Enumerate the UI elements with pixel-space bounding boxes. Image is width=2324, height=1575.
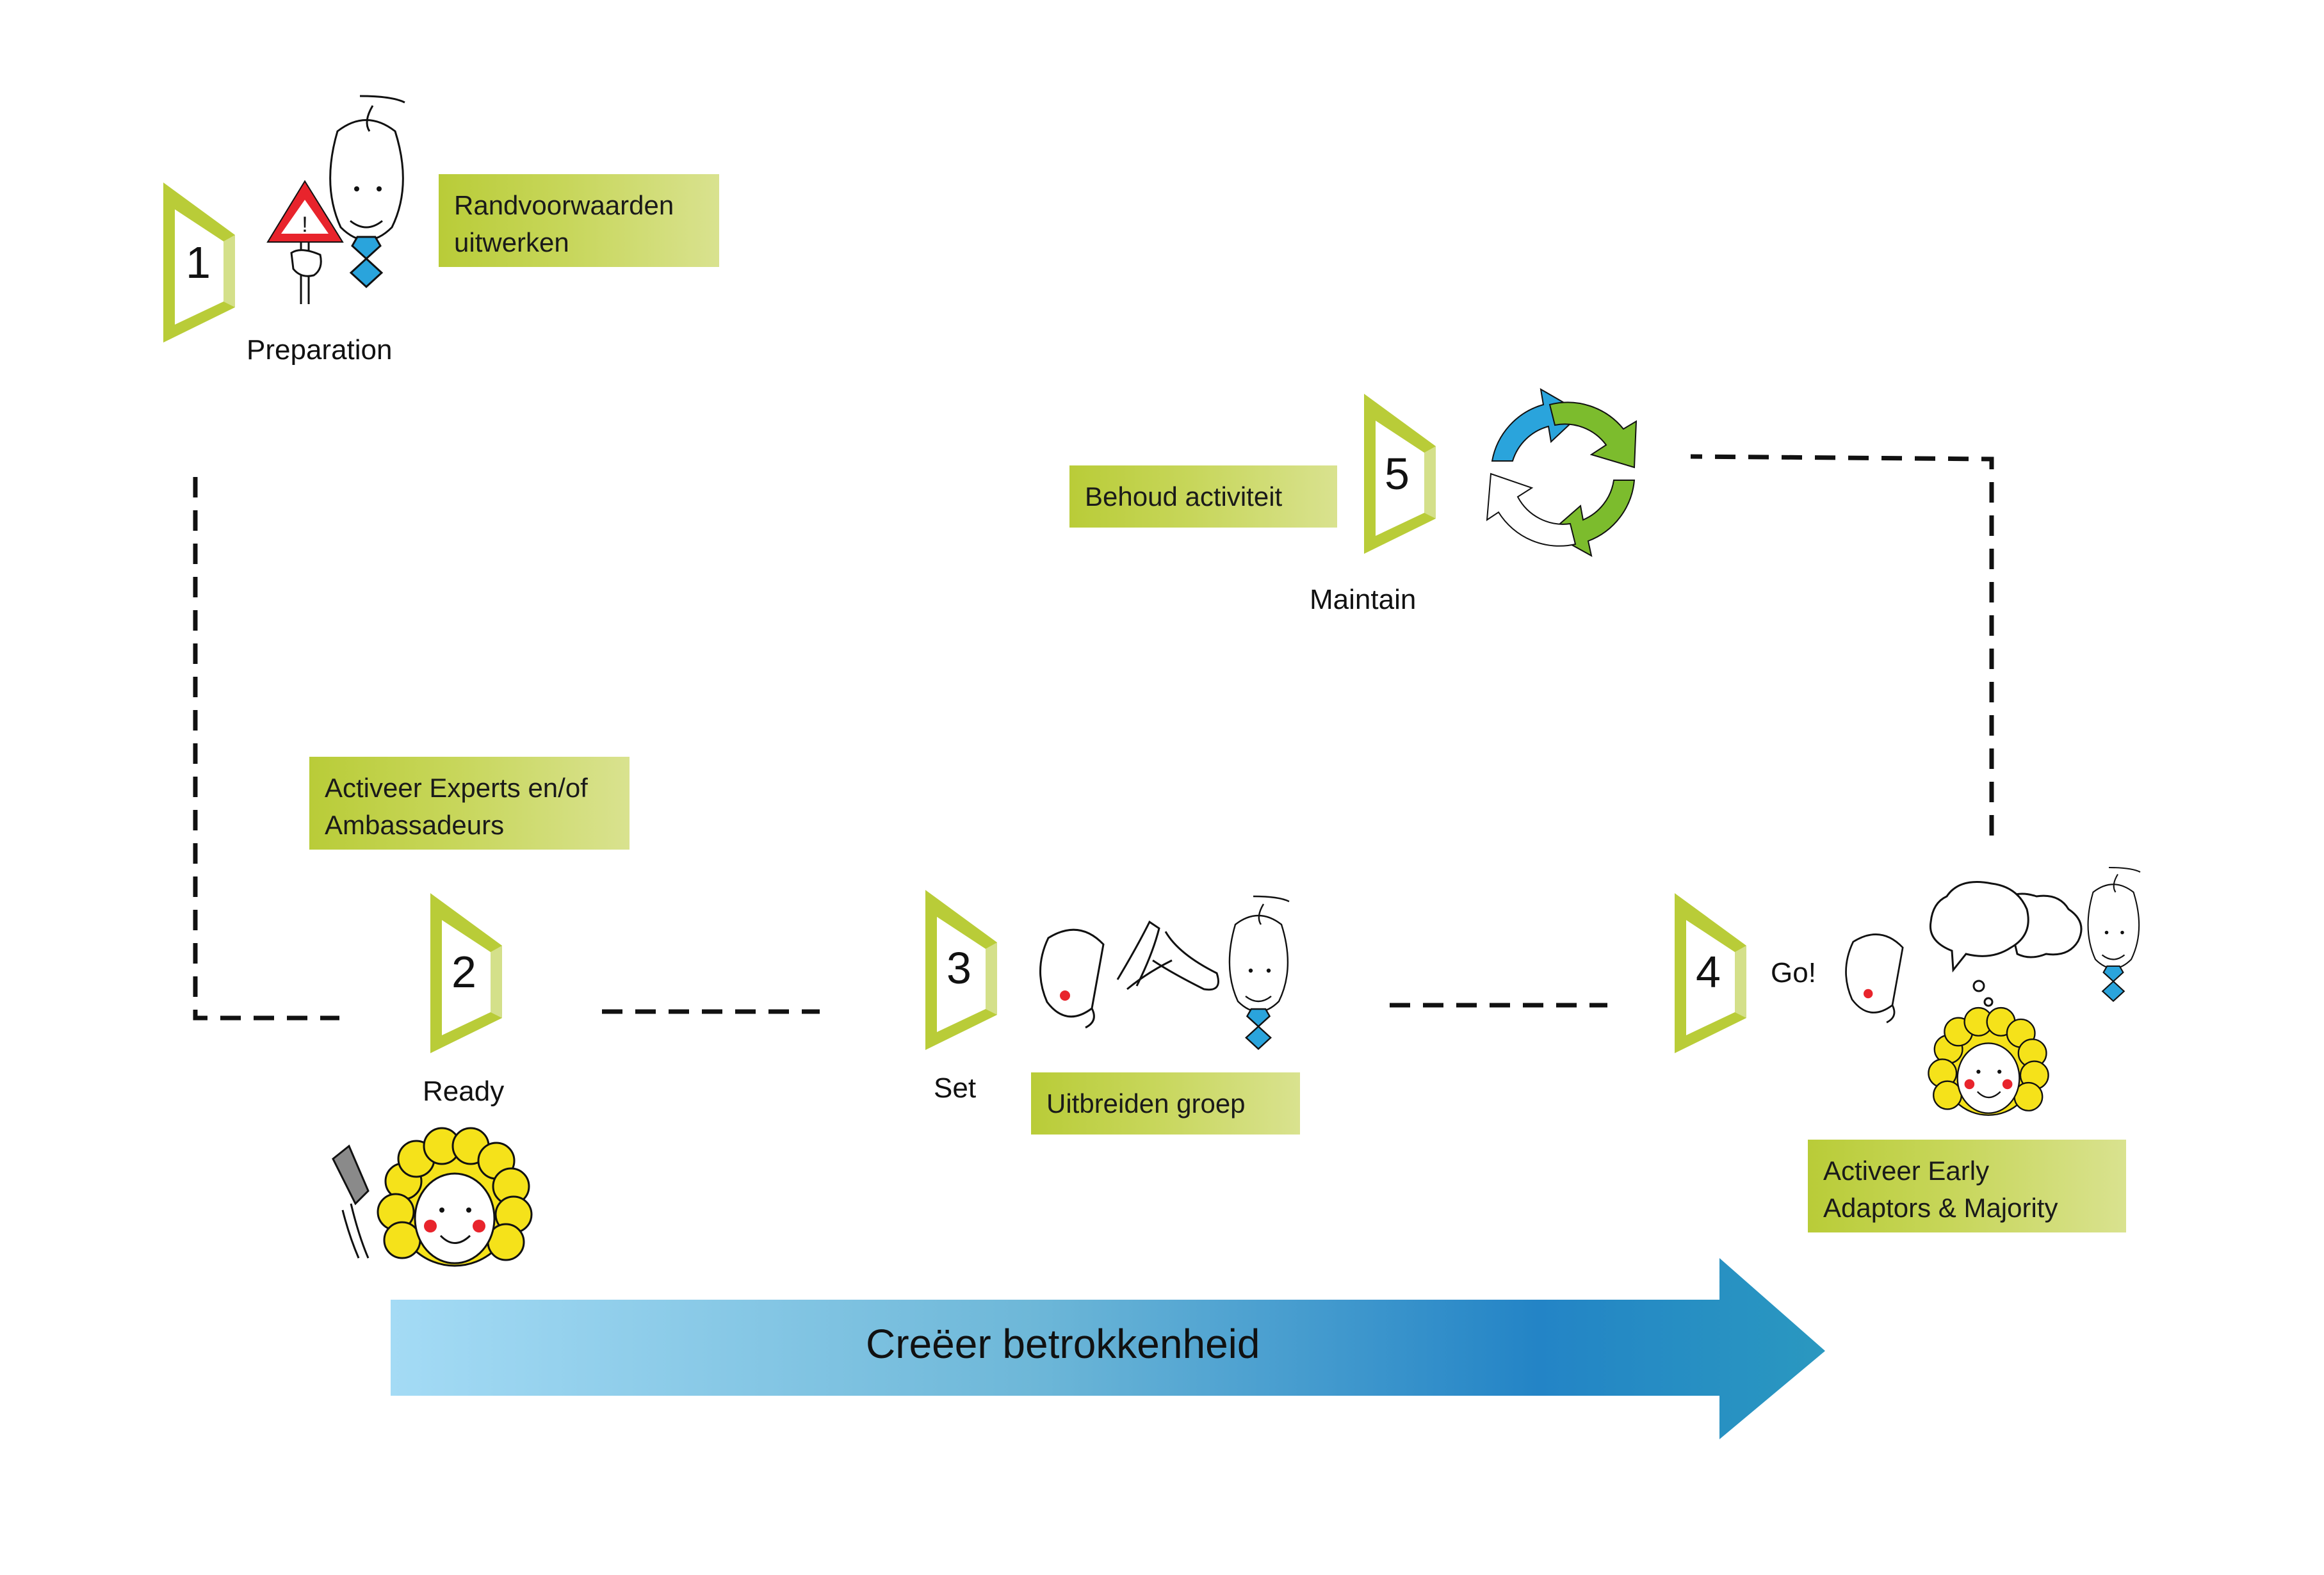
high-five-icon	[1116, 920, 1219, 991]
step-label-ready: Ready	[423, 1076, 505, 1107]
cycle-arrows-icon	[1486, 388, 1637, 557]
box-experts-line2: Ambassadeurs	[325, 810, 505, 840]
step-number-4: 4	[1696, 947, 1721, 997]
box-uitbreiden-groep: Uitbreiden groep	[1031, 1072, 1300, 1135]
box-groep-line1: Uitbreiden groep	[1046, 1088, 1246, 1119]
step-number-1: 1	[186, 238, 211, 287]
box-randvoorwaarden-line2: uitwerken	[454, 227, 569, 257]
connector-1-2	[193, 477, 339, 1021]
warning-sign-icon: !	[266, 180, 344, 304]
hairdryer-icon	[332, 1144, 370, 1259]
man-icon	[329, 95, 406, 288]
box-randvoorwaarden: Randvoorwaarden uitwerken	[439, 174, 719, 267]
step-number-3: 3	[947, 943, 971, 993]
box-experts-line1: Activeer Experts en/of	[325, 773, 588, 803]
step-number-2: 2	[451, 947, 476, 997]
man-icon-3	[1228, 895, 1290, 1050]
connector-4-5	[1690, 454, 1994, 836]
box-randvoorwaarden-line1: Randvoorwaarden	[454, 190, 674, 220]
girl-icon	[377, 1127, 533, 1267]
arrow-label: Creëer betrokkenheid	[866, 1321, 1260, 1367]
box-early-line2: Adaptors & Majority	[1823, 1193, 2058, 1223]
woman-profile-icon	[1039, 928, 1105, 1029]
speech-bubbles-icon	[1929, 881, 2083, 1007]
step-number-5: 5	[1385, 449, 1410, 499]
girl-icon-4	[1928, 1006, 2049, 1116]
box-activeer-early: Activeer Early Adaptors & Majority	[1808, 1140, 2126, 1232]
box-early-line1: Activeer Early	[1823, 1156, 1990, 1186]
box-behoud-line1: Behoud activiteit	[1085, 481, 1283, 512]
man-icon-4	[2087, 866, 2141, 1002]
progress-arrow	[391, 1258, 1825, 1439]
dashed-connectors	[193, 454, 1994, 1021]
box-behoud-activiteit: Behoud activiteit	[1069, 465, 1337, 528]
step-label-maintain: Maintain	[1310, 584, 1417, 615]
step-label-go: Go!	[1771, 957, 1816, 989]
step-label-set: Set	[934, 1072, 977, 1104]
step-label-preparation: Preparation	[247, 334, 393, 366]
svg-text:!: !	[302, 213, 307, 237]
box-activeer-experts: Activeer Experts en/of Ambassadeurs	[309, 757, 630, 850]
woman-profile-icon-4	[1845, 933, 1904, 1024]
